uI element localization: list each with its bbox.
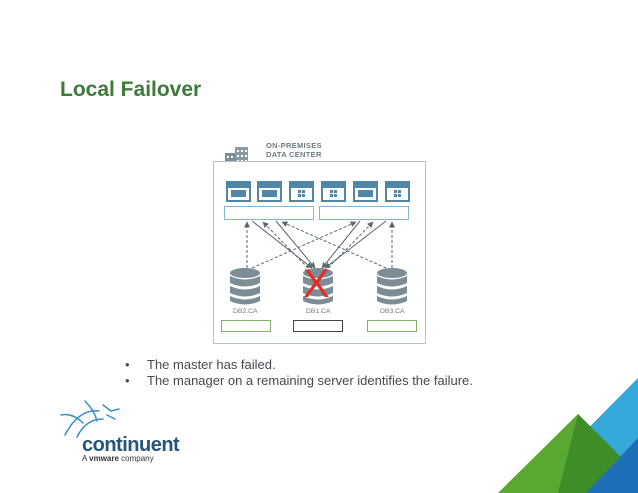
database-icon-db1 — [303, 268, 333, 305]
corner-decoration — [498, 378, 638, 493]
db-status-box — [221, 320, 271, 332]
windows-logo-icon — [321, 181, 346, 202]
db-status-box — [367, 320, 417, 332]
windows-logo-icon — [385, 181, 410, 202]
bullet-list: •The master has failed. •The manager on … — [125, 357, 473, 389]
continuent-bird-logo — [60, 400, 120, 438]
failure-x-mark: X — [303, 262, 330, 306]
bullet-item: •The master has failed. — [125, 357, 276, 372]
app-server-bar — [319, 206, 409, 220]
app-server-bar — [224, 206, 314, 220]
database-icon-db2 — [230, 268, 260, 305]
bullet-item: •The manager on a remaining server ident… — [125, 373, 473, 388]
db-label: DB1.CA — [306, 308, 331, 315]
brand-name: continuent — [82, 434, 180, 456]
datacenter-label-line2: DATA CENTER — [266, 150, 322, 159]
slide-title: Local Failover — [60, 78, 202, 101]
windows-logo-icon — [289, 181, 314, 202]
app-window-icon — [257, 181, 282, 202]
db-status-box-failed — [293, 320, 343, 332]
brand-tagline: A vmware company — [82, 454, 154, 463]
app-window-icon — [353, 181, 378, 202]
db-label: DB2.CA — [233, 308, 258, 315]
database-icon-db3 — [377, 268, 407, 305]
app-window-icon — [226, 181, 251, 202]
db-label: DB3.CA — [380, 308, 405, 315]
datacenter-label-line1: ON-PREMISES — [266, 141, 322, 150]
